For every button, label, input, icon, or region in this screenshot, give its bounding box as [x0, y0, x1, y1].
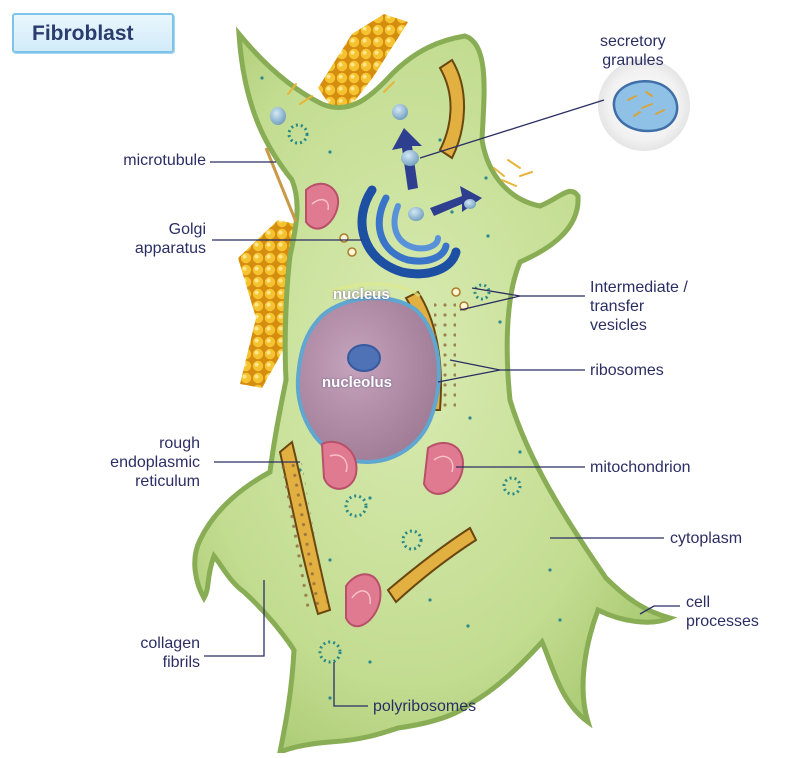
label-line: rough — [70, 434, 200, 453]
label-line: Intermediate / — [590, 278, 688, 297]
label-nucleolus: nucleolus — [322, 374, 392, 391]
label-line: vesicles — [590, 316, 688, 335]
label-line: granules — [600, 51, 666, 70]
label-line: endoplasmic — [70, 453, 200, 472]
label-intermediate-vesicles: Intermediate / transfer vesicles — [590, 278, 688, 335]
label-cytoplasm: cytoplasm — [670, 529, 742, 548]
diagram-title: Fibroblast — [32, 22, 134, 46]
label-polyribosomes: polyribosomes — [373, 697, 476, 716]
label-cell-processes: cell processes — [686, 593, 759, 631]
label-line: secretory — [600, 32, 666, 51]
label-line: transfer — [590, 297, 688, 316]
label-line: processes — [686, 612, 759, 631]
label-line: collagen — [96, 634, 200, 653]
label-line: apparatus — [96, 239, 206, 258]
label-rough-er: rough endoplasmic reticulum — [70, 434, 200, 491]
label-ribosomes: ribosomes — [590, 361, 664, 380]
label-golgi-apparatus: Golgi apparatus — [96, 220, 206, 258]
label-microtubule: microtubule — [86, 151, 206, 170]
nucleolus — [348, 345, 380, 371]
title-box: Fibroblast — [12, 13, 174, 53]
label-line: reticulum — [70, 472, 200, 491]
label-mitochondrion: mitochondrion — [590, 458, 691, 477]
label-secretory-granules: secretory granules — [600, 32, 666, 70]
label-line: cell — [686, 593, 759, 612]
label-nucleus: nucleus — [333, 286, 390, 303]
label-line: fibrils — [96, 653, 200, 672]
secretory-granules-inset — [598, 59, 690, 151]
label-collagen-fibrils: collagen fibrils — [96, 634, 200, 672]
label-line: Golgi — [96, 220, 206, 239]
